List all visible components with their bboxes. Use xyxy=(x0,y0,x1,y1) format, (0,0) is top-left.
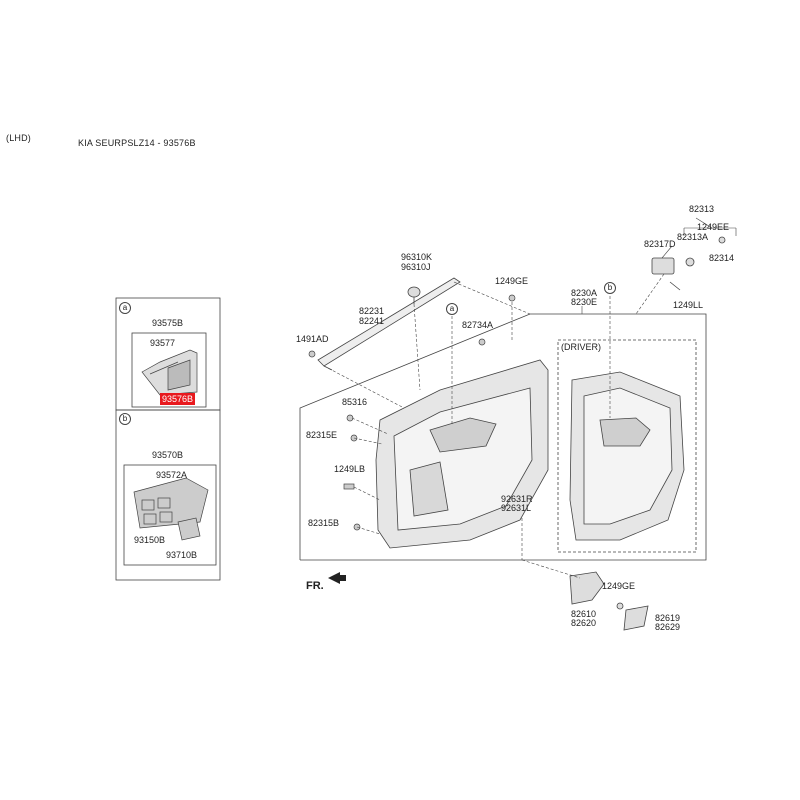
weatherstrip-strip xyxy=(317,277,461,371)
part-93577: 93577 xyxy=(150,338,176,348)
main-assembly-frame xyxy=(299,313,707,561)
marker-b-main: b xyxy=(604,282,616,294)
part-93575B: 93575B xyxy=(152,318,184,328)
part-82231: 82231 xyxy=(359,306,385,316)
driver-label: (DRIVER) xyxy=(561,342,601,352)
part-1249LL: 1249LL xyxy=(673,300,704,310)
part-96310J: 96310J xyxy=(401,262,431,272)
inset-b-inner-box xyxy=(123,464,217,566)
bracket-82317D xyxy=(651,236,726,291)
part-82314: 82314 xyxy=(709,253,735,263)
model-title: KIA SEURPSLZ14 - 93576B xyxy=(78,138,196,148)
door-trim-panel-driver xyxy=(569,371,685,541)
part-1249GE-bottom: 1249GE xyxy=(602,581,636,591)
part-82610: 82610 xyxy=(571,609,597,619)
part-82315B: 82315B xyxy=(308,518,340,528)
part-82734A: 82734A xyxy=(462,320,494,330)
fasteners xyxy=(308,294,516,531)
part-93572A: 93572A xyxy=(156,470,188,480)
switch-panel-a xyxy=(141,349,198,396)
part-93570B: 93570B xyxy=(152,450,184,460)
part-1249EE: 1249EE xyxy=(697,222,730,232)
switch-assembly-b xyxy=(133,477,209,541)
part-82619: 82619 xyxy=(655,613,681,623)
leader-lines xyxy=(323,273,665,579)
part-1249GE-top: 1249GE xyxy=(495,276,529,286)
inset-a-marker: a xyxy=(119,302,131,314)
part-82315E: 82315E xyxy=(306,430,338,440)
part-1491AD: 1491AD xyxy=(296,334,329,344)
part-92631R: 92631R xyxy=(501,494,533,504)
part-82313: 82313 xyxy=(689,204,715,214)
door-trim-panel-main xyxy=(375,359,549,549)
part-82620: 82620 xyxy=(571,618,597,628)
part-8230A: 8230A xyxy=(571,288,598,298)
part-1249LB: 1249LB xyxy=(334,464,366,474)
handle-bracket-82610 xyxy=(569,571,649,631)
part-82313A: 82313A xyxy=(677,232,709,242)
part-93576B-highlight[interactable]: 93576B xyxy=(160,393,196,405)
part-93710B: 93710B xyxy=(166,550,198,560)
part-82629: 82629 xyxy=(655,622,681,632)
part-92631L: 92631L xyxy=(501,503,532,513)
inset-b-marker: b xyxy=(119,413,131,425)
part-8230E: 8230E xyxy=(571,297,598,307)
inset-a-inner-box xyxy=(131,332,207,408)
part-93150B: 93150B xyxy=(134,535,166,545)
part-82317D: 82317D xyxy=(644,239,676,249)
inset-b-box xyxy=(115,409,221,581)
part-82241: 82241 xyxy=(359,316,385,326)
front-label: FR. xyxy=(306,580,324,592)
speaker-grommet xyxy=(407,286,421,304)
part-85316: 85316 xyxy=(342,397,368,407)
solid-leaders xyxy=(581,217,737,314)
part-96310K: 96310K xyxy=(401,252,433,262)
front-arrow xyxy=(328,572,346,584)
region-label: (LHD) xyxy=(6,133,31,143)
marker-a-main: a xyxy=(446,303,458,315)
